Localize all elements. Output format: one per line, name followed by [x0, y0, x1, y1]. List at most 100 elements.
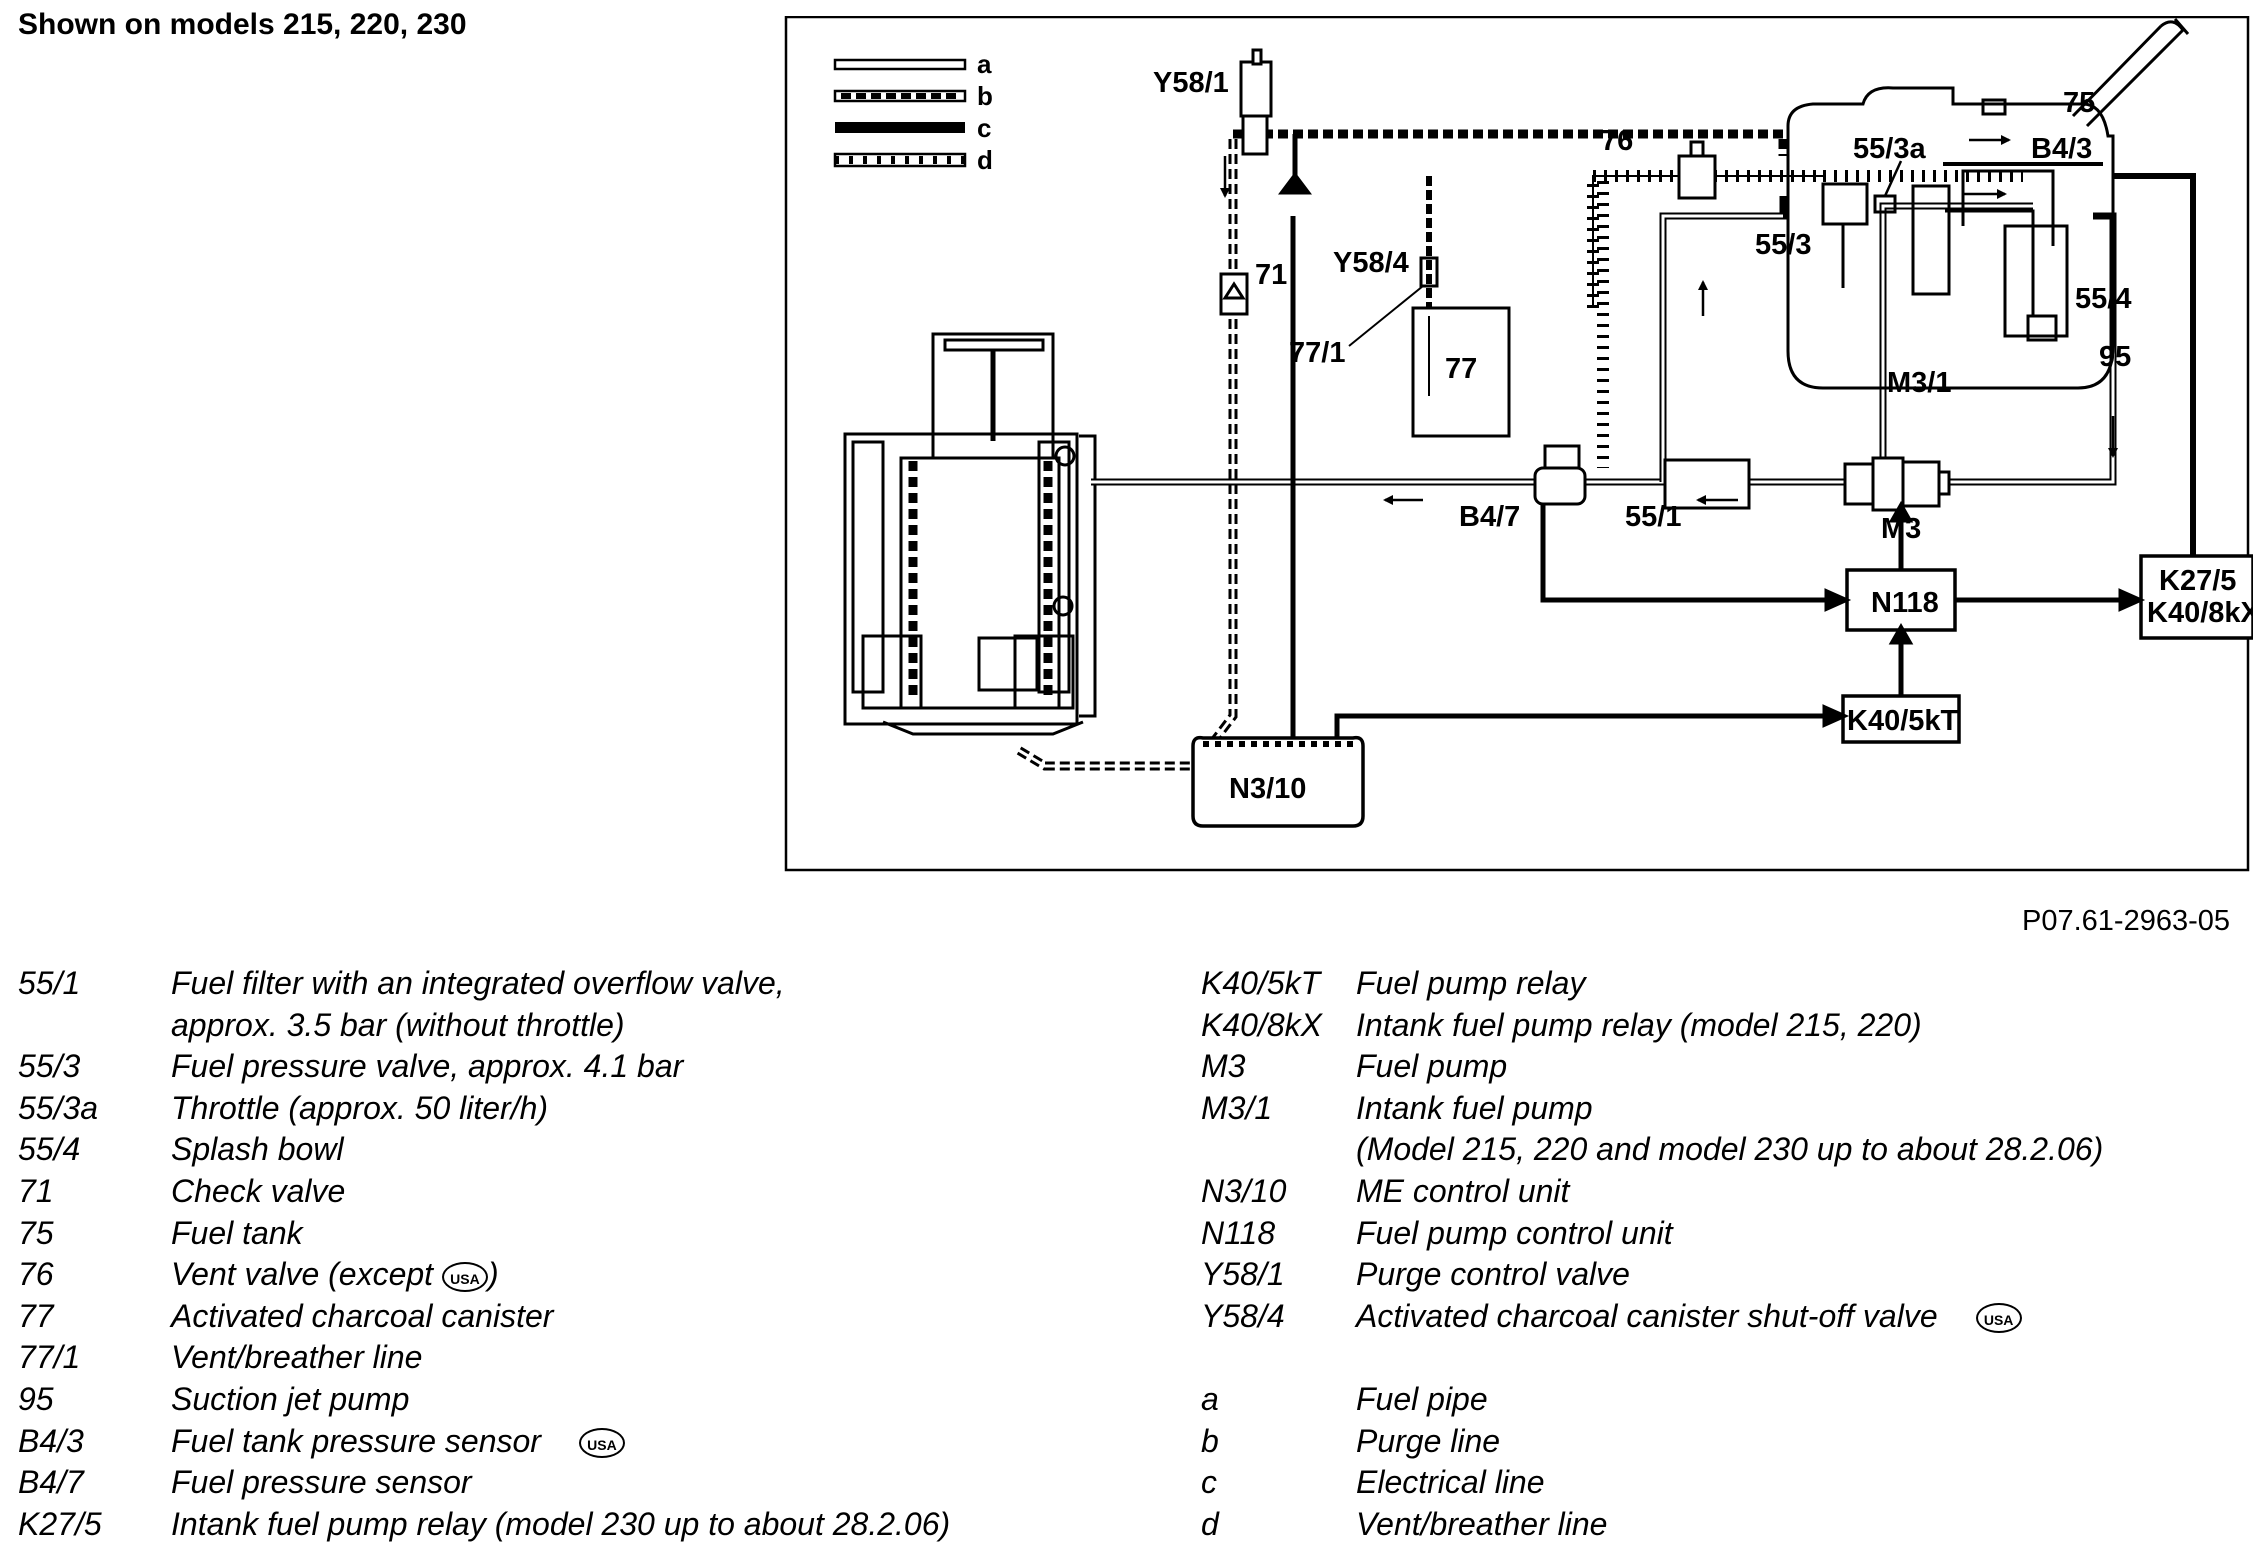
usa-badge-icon: USA	[578, 1428, 625, 1459]
label-b4-7: B4/7	[1459, 501, 1520, 533]
legend-text: Throttle (approx. 50 liter/h)	[171, 1089, 549, 1126]
legend-text: Fuel tank	[171, 1214, 303, 1251]
legend-text: Fuel pump relay	[1356, 965, 1586, 1001]
legend-key: a	[1201, 1380, 1219, 1417]
label-n118: N118	[1871, 587, 1939, 619]
legend-key: 76	[18, 1256, 54, 1293]
legend-text: Fuel pump	[1356, 1048, 1508, 1085]
key-line-b	[833, 89, 967, 103]
legend-text: Suction jet pump	[171, 1380, 410, 1417]
label-k40-8kx: K40/8kX	[2147, 597, 2253, 629]
legend-key	[18, 1005, 171, 1047]
legend-row: 76 Vent valve (except USA)	[18, 1254, 950, 1296]
relay-k27-5-k40-8kx	[2139, 554, 2253, 640]
label-m3: M3	[1881, 513, 1921, 545]
legend-key: 55/3a	[18, 1089, 99, 1126]
label-95: 95	[2099, 341, 2131, 373]
key-label-c: c	[977, 113, 991, 143]
fuel-system-diagram: a b c d	[784, 16, 2253, 872]
legend-row: approx. 3.5 bar (without throttle)	[18, 1005, 950, 1047]
label-76: 76	[1601, 125, 1633, 157]
engine-illustration	[843, 332, 1097, 736]
legend-text: Activated charcoal canister	[171, 1297, 554, 1334]
legend-key: 55/3	[18, 1048, 81, 1085]
legend-text: Fuel pressure sensor	[171, 1464, 472, 1501]
key-line-d	[833, 152, 967, 168]
legend-key: Y58/4	[1201, 1297, 1285, 1334]
label-k40-5kt: K40/5kT	[1847, 705, 1959, 737]
me-control-unit-n3-10	[1191, 735, 1365, 828]
legend-row: a Fuel pipe	[1201, 1379, 2103, 1421]
legend-key: N3/10	[1201, 1172, 1287, 1209]
flow-arrows	[1220, 135, 2118, 505]
vent-valve-76	[1677, 154, 1717, 200]
legend-text: Intank fuel pump relay (model 230 up to …	[171, 1505, 951, 1542]
legend-text: Vent valve (except	[171, 1256, 434, 1293]
label-71: 71	[1255, 259, 1287, 291]
legend-row: 55/3a Throttle (approx. 50 liter/h)	[18, 1088, 950, 1130]
key-line-a	[833, 58, 967, 71]
label-n3-10: N3/10	[1229, 773, 1306, 805]
legend-key: b	[1201, 1422, 1219, 1459]
legend-text: Fuel pipe	[1356, 1380, 1488, 1417]
legend-text: (Model 215, 220 and model 230 up to abou…	[1356, 1131, 2104, 1168]
leader-77-1	[1348, 285, 1424, 347]
legend-text: Check valve	[171, 1172, 346, 1209]
legend-key	[1201, 1129, 1356, 1171]
engine-hose	[908, 461, 1053, 696]
label-55-3a: 55/3a	[1853, 133, 1926, 165]
legend-key: d	[1201, 1505, 1219, 1542]
legend-text: Purge line	[1356, 1422, 1501, 1459]
legend-key: B4/7	[18, 1464, 84, 1501]
purge-control-valve-y58-1	[1239, 48, 1273, 156]
legend-key: 71	[18, 1172, 54, 1209]
legend-row: B4/7 Fuel pressure sensor	[18, 1462, 950, 1504]
label-75: 75	[2063, 87, 2095, 119]
legend-key: N118	[1201, 1214, 1276, 1251]
label-55-4: 55/4	[2075, 283, 2131, 315]
legend-text: approx. 3.5 bar (without throttle)	[171, 1006, 625, 1043]
legend-text: Vent/breather line	[1356, 1505, 1608, 1542]
legend-text: Fuel pressure valve, approx. 4.1 bar	[171, 1048, 684, 1085]
label-m3-1: M3/1	[1887, 367, 1951, 399]
legend-key: 77/1	[18, 1339, 81, 1376]
figure-code: P07.61-2963-05	[2022, 905, 2230, 937]
legend-text-suffix: )	[487, 1256, 499, 1293]
legend-text: Vent/breather line	[171, 1339, 423, 1376]
diagram-frame	[784, 16, 2250, 872]
legend-text: Purge control valve	[1356, 1256, 1630, 1293]
usa-badge-icon: USA	[441, 1261, 488, 1292]
legend-row: d Vent/breather line	[1201, 1504, 2103, 1546]
label-y58-1: Y58/1	[1153, 67, 1229, 99]
legend-text: Splash bowl	[171, 1131, 344, 1168]
label-55-3: 55/3	[1755, 229, 1811, 261]
legend-text: Electrical line	[1356, 1464, 1545, 1501]
label-y58-4: Y58/4	[1333, 247, 1409, 279]
legend-row: 71 Check valve	[18, 1171, 950, 1213]
legend-text-with-badge: Activated charcoal canister shut-off val…	[1356, 1296, 2022, 1338]
key-line-c	[835, 122, 965, 133]
fuel-tank-75	[1786, 18, 2190, 390]
check-valve-71	[1219, 272, 1249, 316]
label-55-1: 55/1	[1625, 501, 1681, 533]
fuel-pump-m3	[1843, 456, 1951, 512]
legend-key: K40/8kX	[1201, 1006, 1322, 1043]
legend-key: 95	[18, 1380, 54, 1417]
legend-row: b Purge line	[1201, 1421, 2103, 1463]
legend-key: 55/4	[18, 1131, 81, 1168]
page-heading: Shown on models 215, 220, 230	[18, 8, 467, 41]
